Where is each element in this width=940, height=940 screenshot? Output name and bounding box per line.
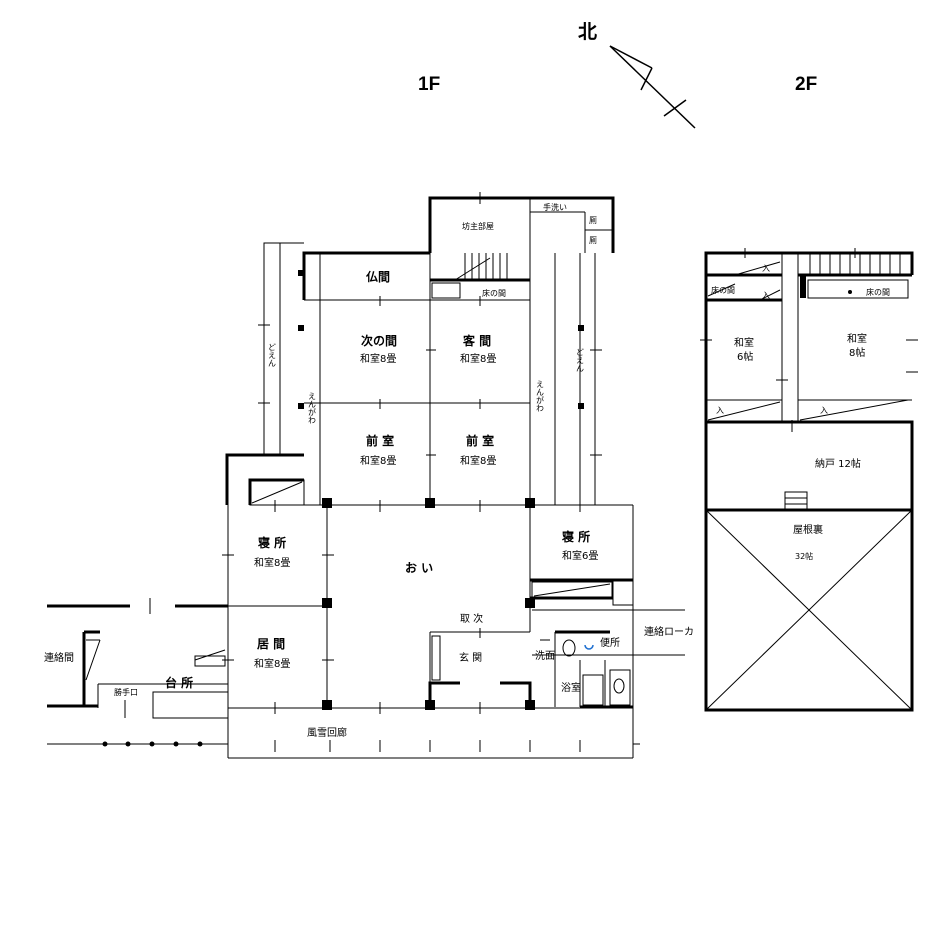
renraku-roka-label: 連絡ローカ (644, 625, 694, 638)
shinjo2-label: 寝 所 (562, 529, 590, 544)
doen-left-label: どえん (268, 343, 277, 367)
toilet-icon (613, 678, 625, 694)
maeshitsu2-size: 和室8畳 (460, 454, 496, 467)
yaneura-label: 屋根裏 (793, 523, 823, 536)
kawaya1-label: 厠 (589, 216, 597, 225)
maeshitsu1-label: 前 室 (366, 433, 394, 448)
washbasin-icon (562, 639, 576, 657)
north-label: 北 (578, 21, 597, 43)
iri3-label: 入 (716, 406, 724, 415)
tokonoma-a-label: 床の間 (711, 285, 735, 295)
floor2-label: 2F (795, 74, 817, 95)
kyakuma-label: 客 間 (462, 333, 491, 348)
doen-right-label: どえん (576, 348, 585, 372)
genkan-label: 玄 関 (459, 651, 482, 664)
washitsu6-size: 6帖 (737, 350, 753, 363)
maeshitsu1-size: 和室8畳 (360, 454, 396, 467)
shinjo1-size: 和室8畳 (254, 556, 290, 569)
north-arrow-icon (609, 45, 696, 129)
yokushitsu-label: 浴室 (561, 681, 581, 694)
toritsugi-label: 取 次 (460, 612, 483, 625)
iri4-label: 入 (820, 406, 828, 415)
urinal-icon (584, 644, 594, 650)
renrakuma-label: 連絡間 (44, 651, 74, 664)
kyakuma-size: 和室8畳 (460, 352, 496, 365)
engawa-left-label: えんがわ (308, 392, 317, 424)
fusetsu-label: 風雪回廊 (307, 726, 347, 739)
butsuma-label: 仏間 (366, 270, 390, 284)
washitsu8-label: 和室 (847, 332, 867, 345)
benjo-label: 便所 (600, 636, 620, 649)
kawaya2-label: 厠 (589, 236, 597, 245)
floor1-walls (47, 192, 685, 759)
washitsu8-size: 8帖 (849, 346, 865, 359)
shinjo2-size: 和室6畳 (562, 549, 598, 562)
tokonoma-b-label: 床の間 (866, 287, 890, 297)
katteguchi-label: 勝手口 (114, 687, 138, 697)
engawa-right-label: えんがわ (536, 380, 545, 412)
tearai-label: 手洗い (543, 202, 567, 212)
iri2-label: 入 (762, 291, 770, 300)
daidokoro-label: 台 所 (165, 675, 193, 690)
iri1-label: 入 (762, 264, 770, 273)
maeshitsu2-label: 前 室 (466, 433, 494, 448)
ima-size: 和室8畳 (254, 657, 290, 670)
ima-label: 居 間 (257, 637, 285, 651)
tsuginoma-size: 和室8畳 (360, 352, 396, 365)
nando-label: 納戸 12帖 (815, 457, 861, 470)
oi-label: お い (405, 561, 433, 575)
bozu-room-label: 坊主部屋 (462, 221, 494, 231)
shinjo1-label: 寝 所 (258, 535, 286, 550)
washitsu6-label: 和室 (734, 336, 754, 349)
senmen-label: 洗面 (535, 650, 555, 662)
yaneura-size: 32帖 (795, 551, 813, 561)
floor1-label: 1F (418, 74, 440, 95)
floor2-walls (700, 248, 918, 712)
tsuginoma-label: 次の間 (361, 333, 397, 348)
tokonoma-label: 床の間 (482, 288, 506, 298)
